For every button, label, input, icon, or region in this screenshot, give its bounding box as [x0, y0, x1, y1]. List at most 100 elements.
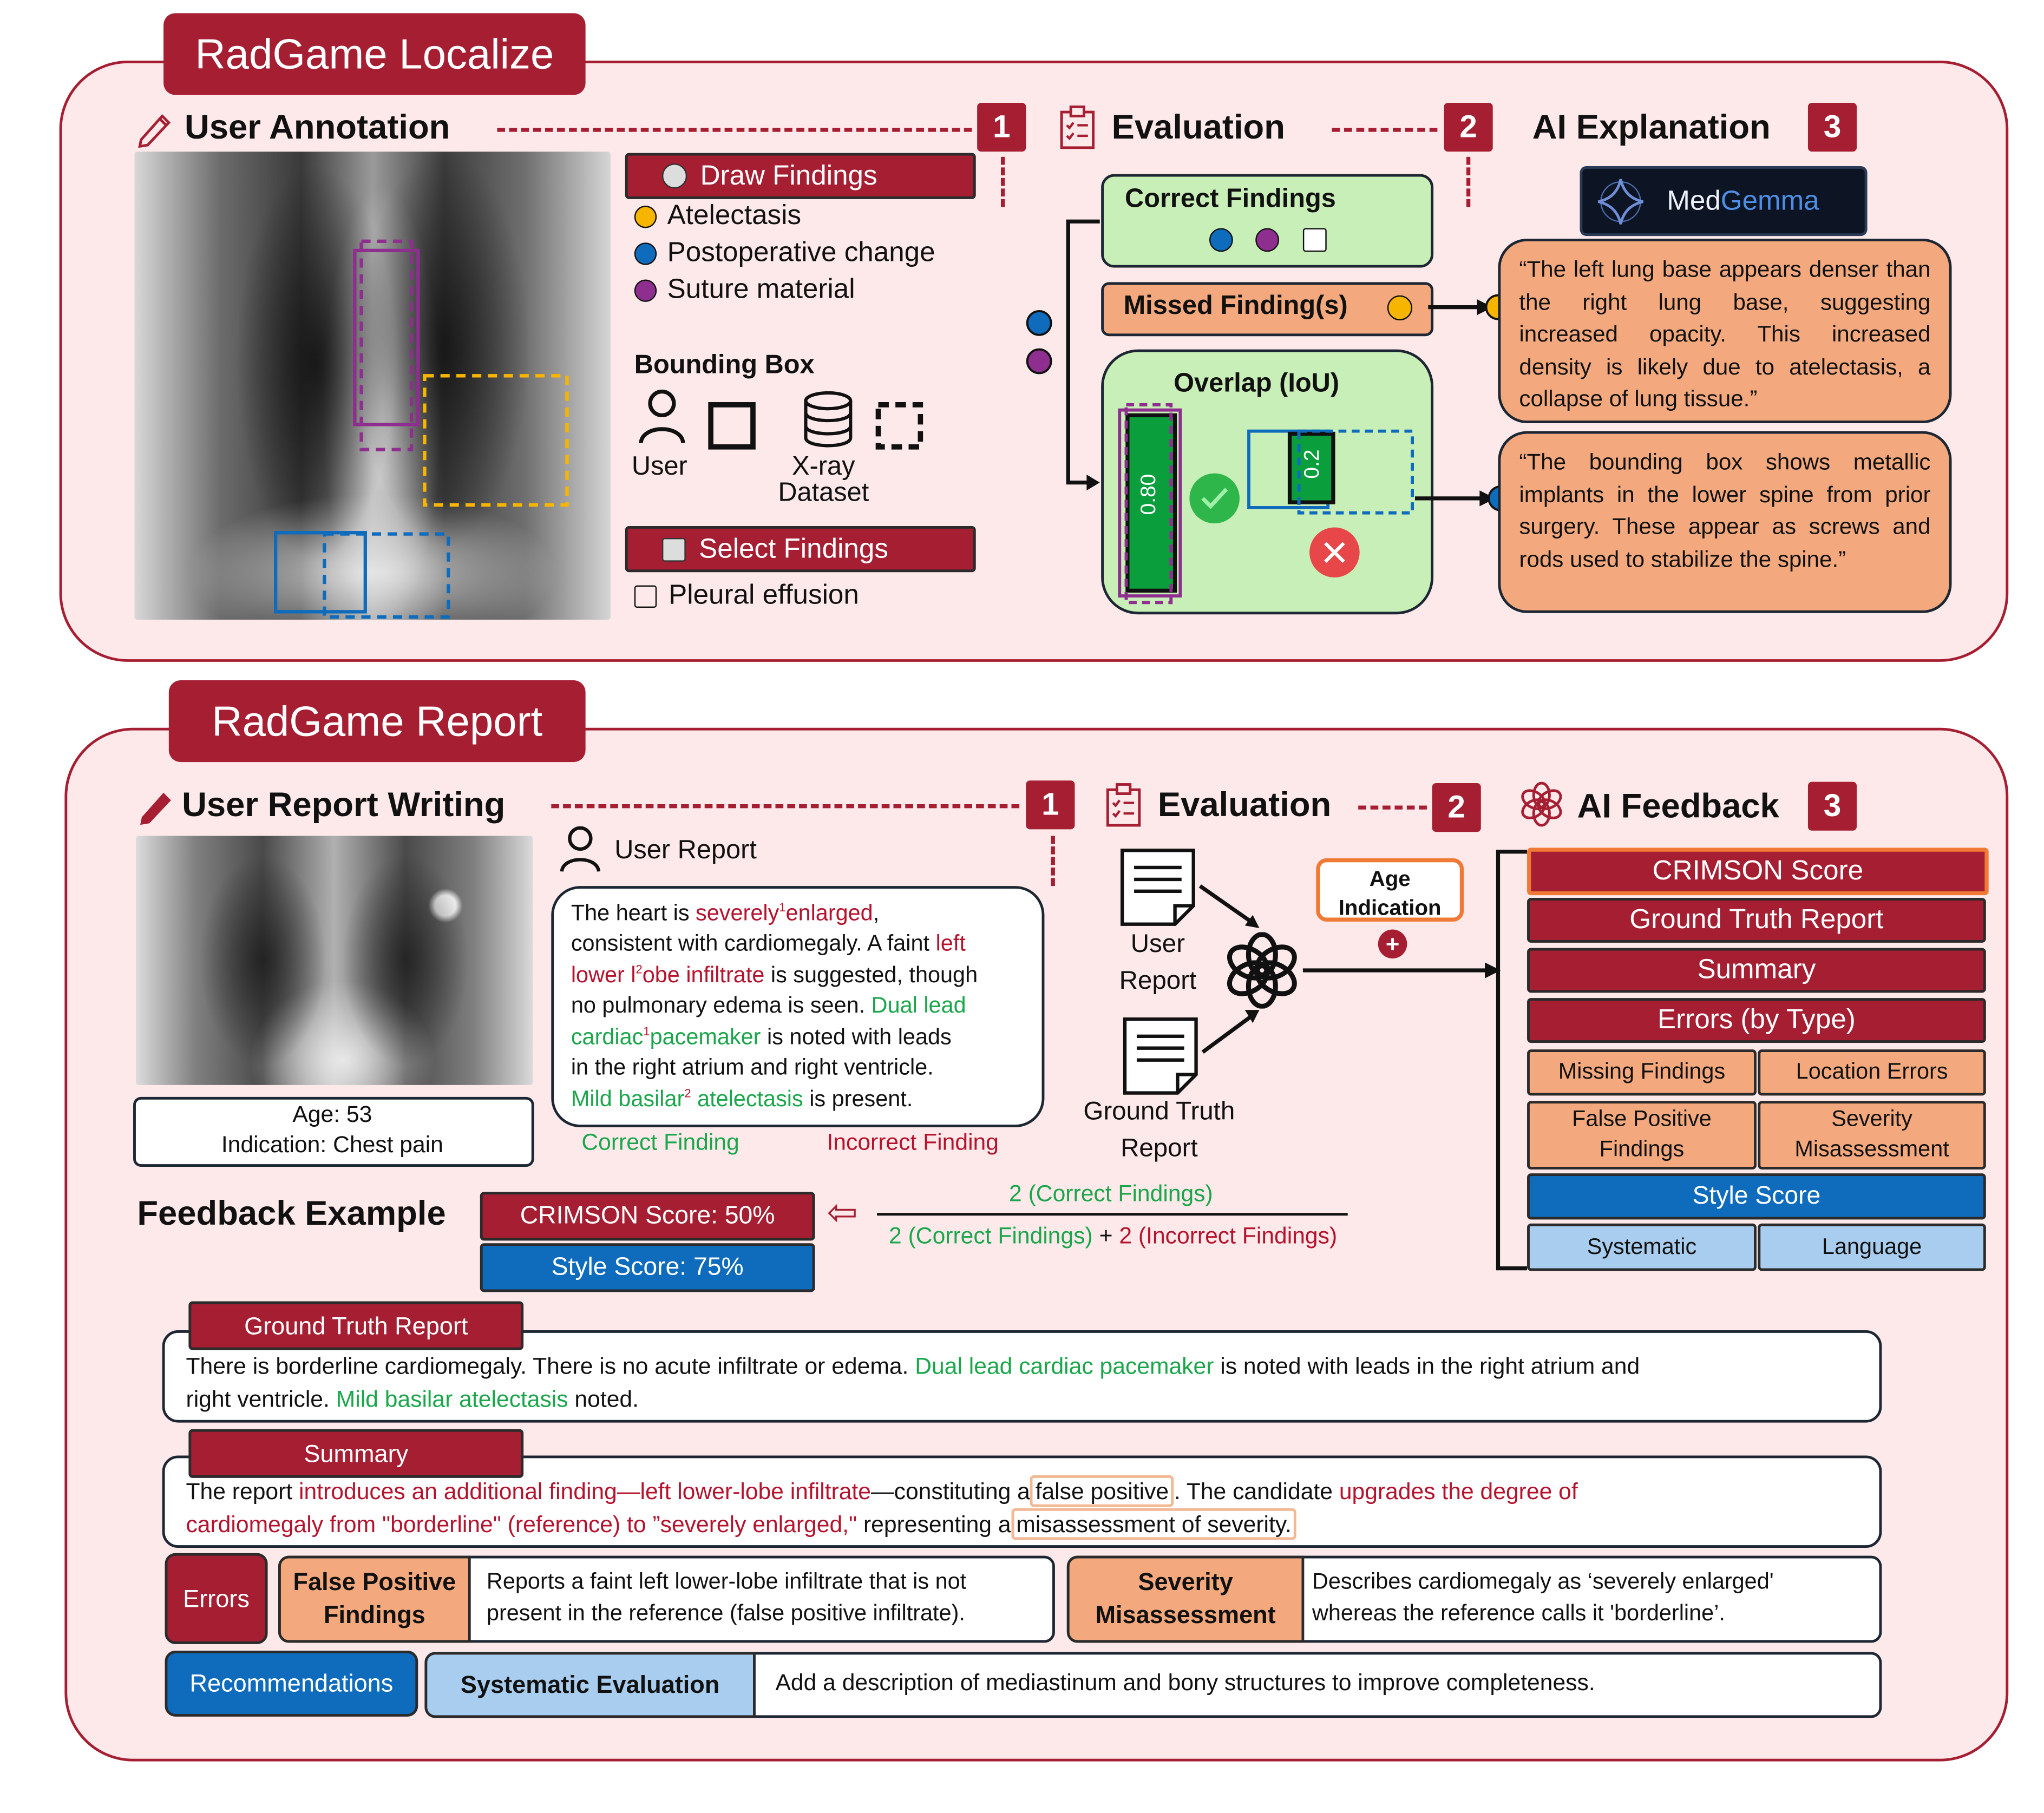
bounding-box-overlays — [273, 239, 569, 619]
finding-postoperative-change[interactable]: Postoperative change — [634, 238, 935, 269]
select-findings-label: Select Findings — [699, 533, 888, 564]
finding-label: Postoperative change — [667, 237, 935, 268]
evaluation-connectors — [1026, 219, 1514, 511]
formula-denominator: 2 (Correct Findings) + 2 (Incorrect Find… — [889, 1222, 1338, 1249]
step-1-badge: 1 — [977, 103, 1026, 152]
suture-dataset-box — [359, 239, 414, 451]
formula-line — [877, 1213, 1348, 1216]
dashed-connector — [1358, 805, 1427, 810]
dashed-connector — [1332, 128, 1438, 132]
evaluation-heading: Evaluation — [1157, 784, 1332, 824]
user-report-box — [551, 886, 1045, 1127]
user-report-line: cardiac1pacemaker is noted with leads — [571, 1024, 952, 1050]
bounding-box-heading: Bounding Box — [634, 351, 815, 380]
openai-icon — [1227, 932, 1297, 1009]
ai-explanation-quote-1: “The left lung base appears denser than … — [1498, 238, 1952, 423]
user-report-line: The heart is severely1enlarged, — [571, 900, 880, 926]
overlap-label: Overlap (IoU) — [1174, 369, 1340, 398]
user-report-line: no pulmonary edema is seen. Dual lead — [571, 993, 966, 1018]
finding-suture-material[interactable]: Suture material — [634, 274, 855, 306]
draw-findings-label: Draw Findings — [700, 160, 877, 191]
patient-info-box — [133, 1096, 534, 1167]
user-report-line: consistent with cardiomegaly. A faint le… — [571, 930, 966, 956]
dashed-connector — [551, 804, 1020, 809]
recommendation-text: Add a description of mediastinum and bon… — [775, 1669, 1595, 1696]
step-2-badge: 2 — [1432, 783, 1481, 832]
user-annotation-heading: User Annotation — [185, 107, 450, 147]
suture-user-box — [353, 248, 420, 426]
clipboard-icon — [1060, 105, 1095, 149]
systematic-eval-label: Systematic Evaluation — [424, 1652, 756, 1718]
errors-tab: Errors — [165, 1553, 268, 1644]
feedback-bracket — [1496, 850, 1528, 1271]
systematic-item: Systematic — [1527, 1223, 1757, 1271]
suture-dot-icon — [1255, 228, 1280, 252]
select-findings-button[interactable]: Select Findings — [625, 526, 976, 573]
missed-findings-label: Missed Finding(s) — [1123, 291, 1348, 320]
dashed-box-icon — [875, 402, 923, 450]
patient-age: Age: 53 — [292, 1101, 372, 1127]
openai-icon — [1521, 781, 1562, 827]
checkbox-icon — [661, 537, 686, 561]
language-item: Language — [1758, 1223, 1986, 1271]
recommendations-tab: Recommendations — [165, 1651, 418, 1717]
ai-explanation-quote-2: “The bounding box shows metallic implant… — [1498, 431, 1952, 613]
pencil-icon — [140, 792, 171, 825]
ai-feedback-heading: AI Feedback — [1577, 785, 1779, 826]
user-report-line: lower l2obe infiltrate is suggested, tho… — [571, 962, 978, 988]
crimson-score-item: CRIMSON Score — [1527, 848, 1989, 896]
finding-atelectasis[interactable]: Atelectasis — [634, 200, 801, 232]
finding-label: Pleural effusion — [669, 580, 859, 610]
user-report-line: Mild basilar2 atelectasis is present. — [571, 1086, 913, 1112]
postop-dot-icon — [634, 242, 657, 265]
missing-findings-item: Missing Findings — [1527, 1049, 1757, 1096]
user-report-label: User Report — [614, 836, 757, 865]
arrow-left-icon: ⇦ — [827, 1192, 858, 1233]
evaluation-heading: Evaluation — [1111, 107, 1285, 147]
suture-dot-icon — [634, 279, 657, 301]
atelectasis-dot-icon — [634, 205, 657, 228]
atelectasis-dataset-box — [423, 374, 569, 507]
ground-truth-report-item: Ground Truth Report — [1527, 898, 1986, 943]
plus-icon: + — [1378, 929, 1407, 959]
step-3-badge: 3 — [1807, 103, 1857, 152]
overlap-graphic — [1118, 403, 1414, 605]
correct-findings-box — [1101, 174, 1434, 268]
crimson-score-value: CRIMSON Score: 50% — [480, 1192, 815, 1241]
xray-label-line1: X-ray — [792, 452, 855, 482]
postop-dot-icon — [1209, 228, 1233, 252]
finding-pleural-effusion[interactable]: Pleural effusion — [634, 580, 859, 612]
radio-icon — [661, 163, 687, 189]
missed-findings-box — [1101, 282, 1434, 337]
incorrect-finding-legend: Incorrect Finding — [827, 1128, 999, 1155]
feedback-example-heading: Feedback Example — [137, 1193, 446, 1233]
step-2-badge: 2 — [1444, 103, 1493, 152]
checkbox-icon — [634, 584, 657, 607]
finding-label: Suture material — [667, 274, 855, 305]
correct-finding-legend: Correct Finding — [581, 1128, 739, 1155]
medgemma-label-b: Gemma — [1720, 185, 1819, 216]
user-report-writing-heading: User Report Writing — [182, 784, 506, 824]
formula-numerator: 2 (Correct Findings) — [1009, 1180, 1213, 1207]
finding-label: Atelectasis — [667, 200, 802, 231]
location-errors-item: Location Errors — [1758, 1049, 1986, 1096]
gt-report-tab: Ground Truth Report — [188, 1301, 524, 1350]
postop-user-box — [273, 531, 367, 614]
pencil-icon — [138, 114, 171, 148]
style-score-item: Style Score — [1527, 1173, 1986, 1220]
document-icon — [1120, 849, 1195, 926]
empty-square-icon — [1302, 228, 1327, 252]
report-title: RadGame Report — [168, 680, 586, 763]
draw-findings-button[interactable]: Draw Findings — [625, 153, 976, 199]
dashed-connector — [1466, 156, 1471, 207]
dashed-connector — [497, 128, 972, 132]
summary-tab: Summary — [188, 1429, 524, 1478]
step-3-badge: 3 — [1807, 781, 1857, 831]
chest-xray-image — [134, 152, 611, 620]
user-label: User — [631, 452, 687, 482]
